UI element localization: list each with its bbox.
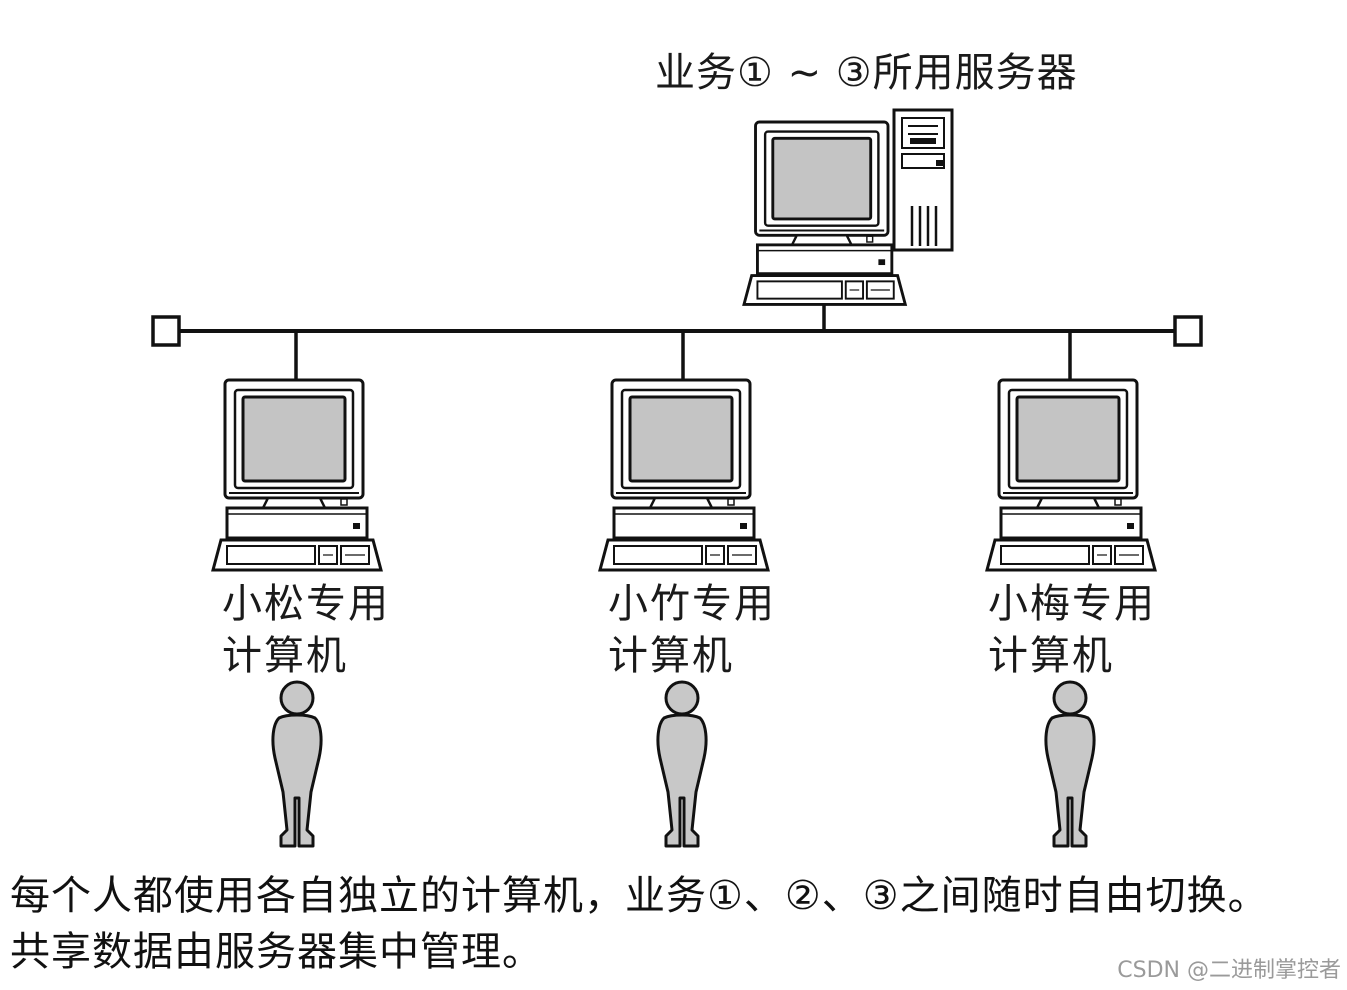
watermark: CSDN @二进制掌控者 bbox=[1117, 958, 1341, 983]
person-icon-1 bbox=[271, 680, 323, 848]
server-label: 业务① ~ ③所用服务器 bbox=[655, 50, 1078, 96]
caption-line-2: 共享数据由服务器集中管理。 bbox=[10, 929, 543, 975]
client-label-3-line2: 计算机 bbox=[988, 633, 1114, 679]
client-label-1-line2: 计算机 bbox=[222, 633, 348, 679]
client-label-2-line1: 小竹专用 bbox=[608, 581, 776, 627]
client-label-1-line1: 小松专用 bbox=[222, 581, 390, 627]
server-tower-icon bbox=[892, 108, 954, 252]
client-computer-3 bbox=[985, 378, 1157, 572]
bus-terminator-right bbox=[1173, 315, 1203, 347]
bus-terminator-left bbox=[151, 315, 181, 347]
server-computer bbox=[742, 120, 907, 306]
client-label-1: 小松专用 计算机 bbox=[222, 578, 390, 682]
client-label-2: 小竹专用 计算机 bbox=[608, 578, 776, 682]
client-label-3-line1: 小梅专用 bbox=[988, 581, 1156, 627]
person-icon-3 bbox=[1044, 680, 1096, 848]
caption: 每个人都使用各自独立的计算机，业务①、②、③之间随时自由切换。 共享数据由服务器… bbox=[10, 868, 1269, 980]
client-computer-2 bbox=[598, 378, 770, 572]
person-icon-2 bbox=[656, 680, 708, 848]
client-label-2-line2: 计算机 bbox=[608, 633, 734, 679]
client-computer-1 bbox=[211, 378, 383, 572]
client-label-3: 小梅专用 计算机 bbox=[988, 578, 1156, 682]
caption-line-1: 每个人都使用各自独立的计算机，业务①、②、③之间随时自由切换。 bbox=[10, 873, 1269, 919]
